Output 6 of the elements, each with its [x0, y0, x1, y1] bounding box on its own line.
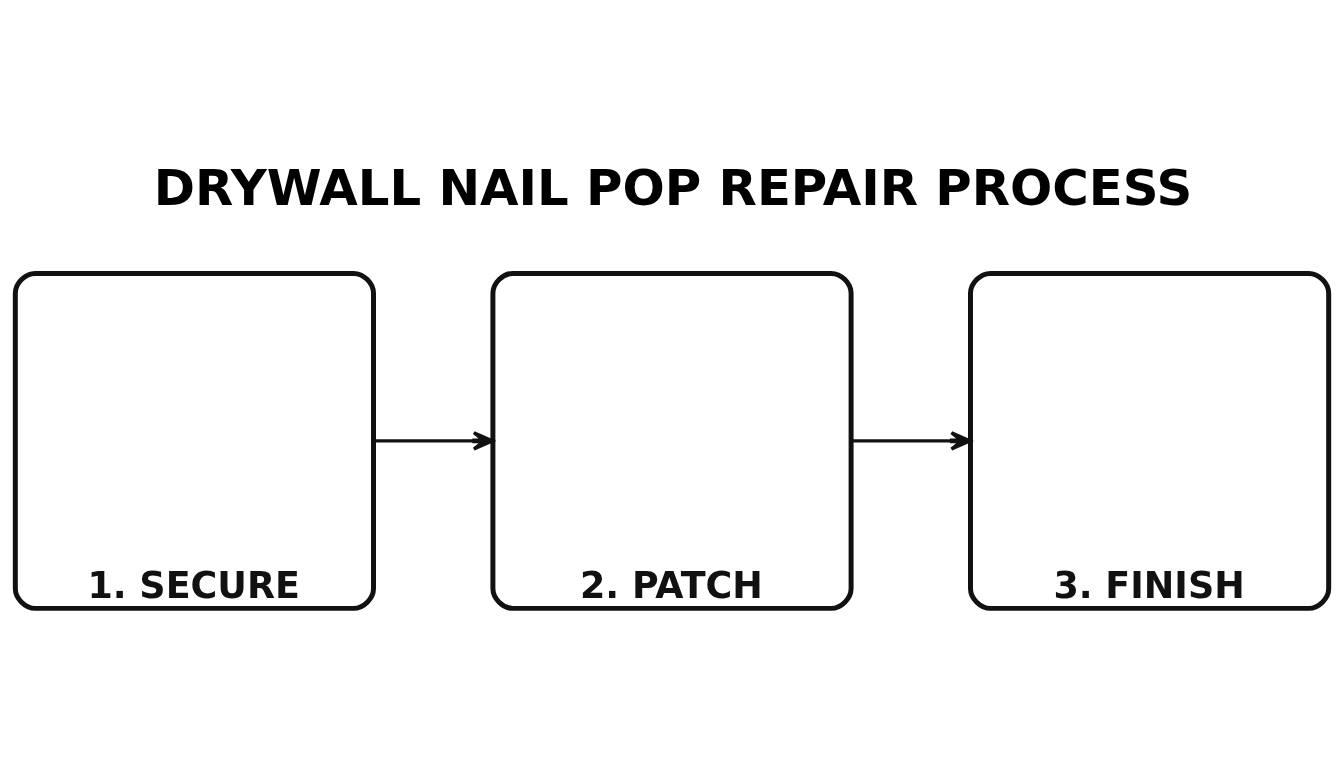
node-box: 2. PATCH — [490, 270, 854, 611]
arrow — [851, 430, 972, 451]
node-box: 1. SECURE — [12, 270, 376, 611]
diagram-title: DRYWALL NAIL POP REPAIR PROCESS — [153, 158, 1193, 217]
arrow — [374, 430, 494, 451]
node-box: 3. FINISH — [968, 270, 1332, 611]
